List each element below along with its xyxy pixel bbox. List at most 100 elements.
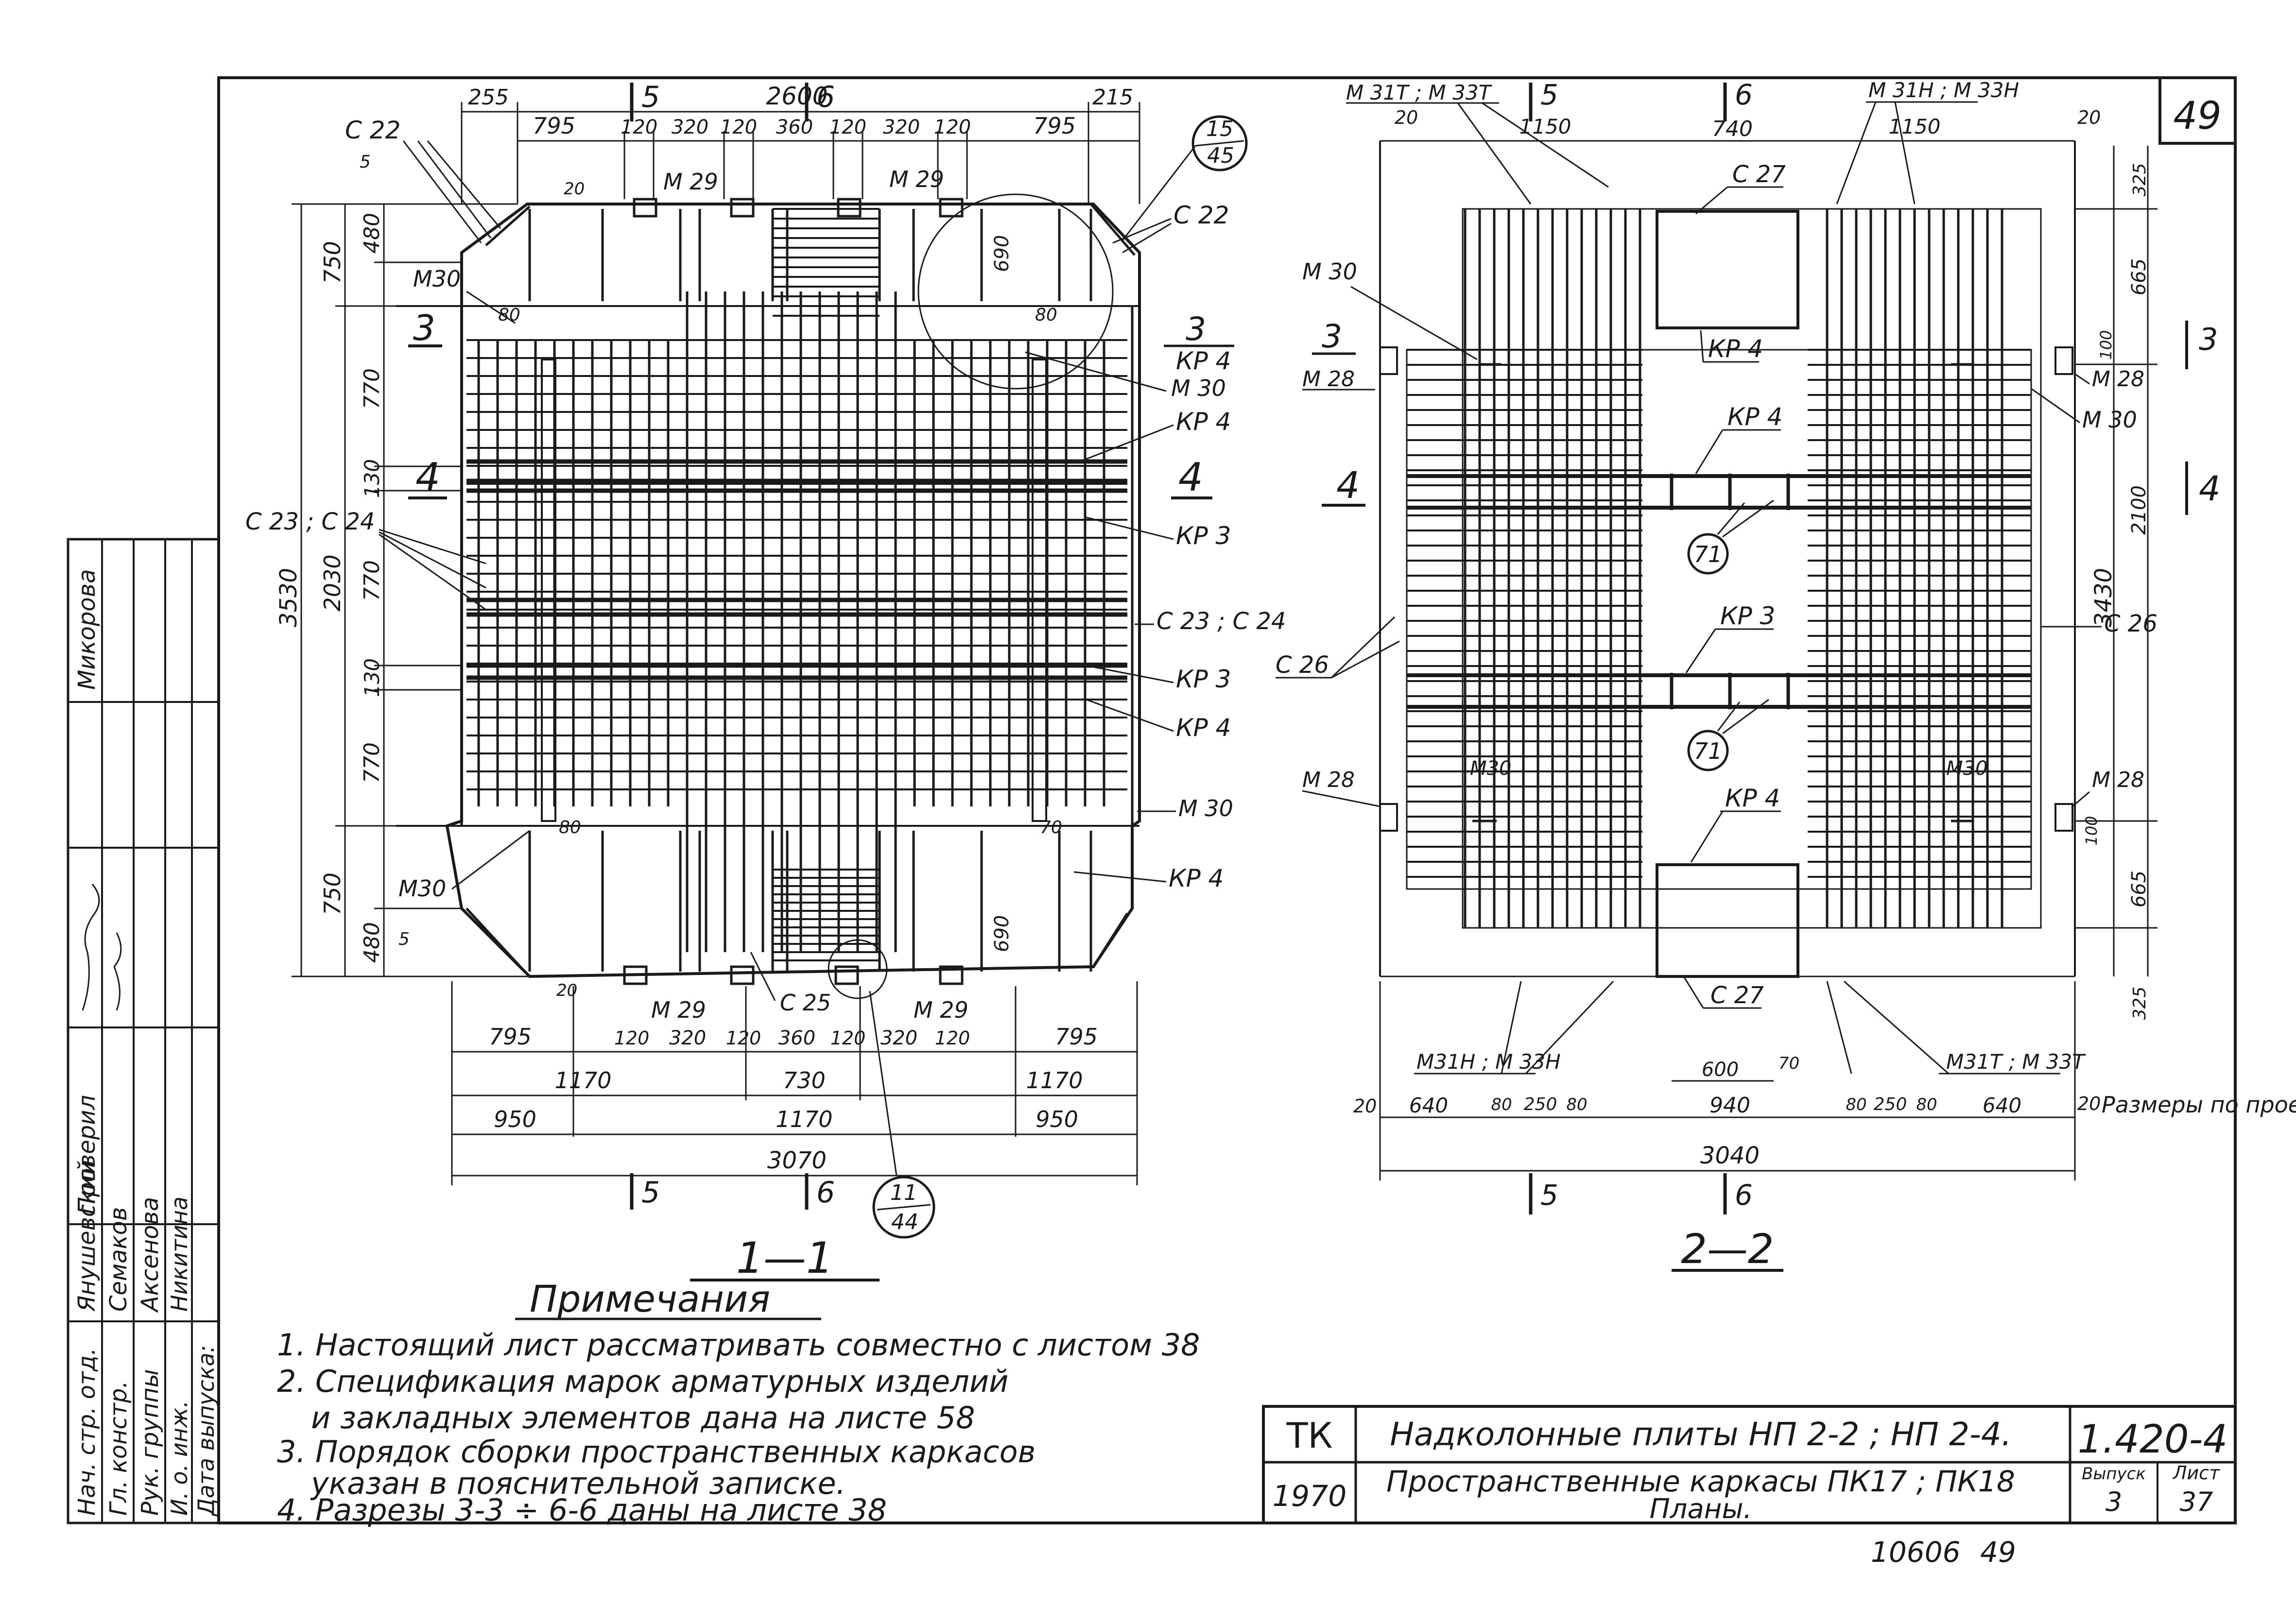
svg-text:М 30: М 30	[1178, 795, 1233, 821]
svg-text:950: 950	[494, 1106, 536, 1132]
plate-m29-5	[623, 965, 648, 985]
svg-text:20: 20	[2077, 1093, 2101, 1114]
svg-text:250: 250	[1874, 1094, 1907, 1114]
svg-text:М30: М30	[1470, 757, 1511, 780]
cut-markers-2: 5 6 5 6 3 4 3 4	[1312, 78, 2221, 1214]
section-title-1-1: 1—1	[736, 1233, 833, 1283]
callout-15-45: 15 45	[1191, 115, 1248, 171]
plate-m28-1	[1379, 346, 1398, 375]
svg-text:750: 750	[319, 241, 345, 284]
plate-m29-2	[730, 198, 755, 218]
svg-text:80: 80	[1916, 1095, 1937, 1114]
svg-text:3: 3	[1186, 310, 1206, 348]
svg-text:С 26: С 26	[1276, 651, 1329, 679]
svg-text:5: 5	[641, 80, 660, 114]
reinforcement-grid-1	[466, 208, 1127, 972]
dims-right-2: 325 665 100 2100 3430 100 665 325	[2075, 146, 2158, 1020]
svg-text:3040: 3040	[1700, 1142, 1760, 1169]
svg-text:3070: 3070	[767, 1147, 827, 1174]
dims-bottom-1: 795 120 320 120 360 120 320 120 795 1170…	[451, 981, 1138, 1185]
note-3b: указан в пояснительной записке.	[310, 1466, 846, 1501]
svg-text:770: 770	[360, 742, 384, 783]
svg-text:С 26: С 26	[2104, 610, 2158, 637]
svg-text:11: 11	[890, 1180, 917, 1205]
approval-block: Нач. стр. отд. Гл. констр. Рук. группы И…	[67, 538, 220, 1524]
stamp-issue-label: Выпуск	[2082, 1464, 2146, 1484]
plate-m29-7	[834, 965, 859, 985]
callout-11-44: 11 44	[872, 1176, 935, 1239]
plate-m29-3	[837, 198, 862, 218]
dim-small-4: 80	[1035, 305, 1057, 325]
plate-m29-4	[939, 198, 964, 218]
stamp-title-2: Пространственные каркасы ПК17 ; ПК18	[1386, 1465, 2015, 1499]
svg-text:2100: 2100	[2128, 485, 2150, 535]
svg-text:М 28: М 28	[1302, 367, 1355, 392]
svg-text:130: 130	[360, 459, 384, 498]
stamp-code: 1.420-4	[2078, 1417, 2228, 1462]
svg-text:КР 4: КР 4	[1176, 347, 1231, 375]
svg-text:М 31Т ; М 33Т: М 31Т ; М 33Т	[1346, 81, 1493, 104]
svg-text:44: 44	[891, 1210, 918, 1234]
ref-71-a: 71	[1687, 499, 1774, 575]
labels-view-2: М 31Т ; М 33Т М 31Н ; М 33Н М31Н ; М 33Н…	[1276, 78, 2158, 1075]
title-stamp: ТК 1970 Надколонные плиты НП 2-2 ; НП 2-…	[1262, 1405, 2237, 1525]
svg-text:120: 120	[726, 1027, 761, 1049]
detail-circle-bottom	[828, 939, 888, 999]
note-3: 3. Порядок сборки пространственных карка…	[277, 1434, 1036, 1470]
plate-m29-8	[939, 965, 964, 985]
svg-text:665: 665	[2128, 258, 2150, 295]
svg-text:М 31Н ; М 33Н: М 31Н ; М 33Н	[1868, 78, 2019, 102]
dim-small-1: 5	[360, 152, 371, 172]
name-4: Никитина	[166, 1197, 192, 1312]
svg-text:770: 770	[360, 368, 384, 409]
svg-text:М 30: М 30	[1171, 375, 1226, 401]
dim-small-10: 5	[398, 929, 410, 949]
checked-name: Микорова	[73, 569, 101, 690]
svg-text:КР 4: КР 4	[1176, 408, 1231, 436]
svg-text:665: 665	[2128, 871, 2150, 907]
svg-text:4: 4	[415, 455, 440, 500]
footer-page: 49	[1980, 1536, 2016, 1569]
cut-markers-1: 5 6 5 6 3 4 4 3	[408, 80, 1234, 1210]
detail-circle-top	[917, 193, 1114, 390]
stamp-year: 1970	[1273, 1479, 1347, 1513]
svg-text:М31Н ; М 33Н: М31Н ; М 33Н	[1416, 1050, 1561, 1074]
svg-text:С 23 ; С 24: С 23 ; С 24	[245, 508, 375, 535]
svg-text:730: 730	[783, 1067, 826, 1094]
svg-text:КР 3: КР 3	[1176, 522, 1231, 550]
svg-text:325: 325	[2130, 163, 2150, 197]
svg-text:С 27: С 27	[1710, 982, 1764, 1009]
dims-bottom-2: 600 70 20 640 80 250 80 940 80 250 80 64…	[1353, 981, 2101, 1180]
dims-top-1: 255 2600 215 795 120 320 120 360 120 320…	[461, 82, 1140, 204]
notes-block: Примечания 1. Настоящий лист рассматрива…	[277, 1277, 1200, 1528]
svg-text:КР 4: КР 4	[1169, 864, 1224, 892]
signature-2	[113, 932, 122, 1011]
svg-text:80: 80	[1846, 1095, 1866, 1114]
role-5: Дата выпуска:	[193, 1345, 219, 1517]
svg-text:320: 320	[672, 116, 708, 138]
name-2: Семаков	[105, 1207, 132, 1312]
svg-text:М 29: М 29	[651, 997, 706, 1023]
svg-text:М30: М30	[398, 875, 446, 902]
svg-text:6: 6	[1735, 1179, 1753, 1212]
svg-text:320: 320	[880, 1027, 917, 1049]
svg-text:М30: М30	[413, 266, 461, 292]
reinforcement-grid-2	[1407, 209, 2031, 928]
svg-text:320: 320	[669, 1027, 706, 1049]
svg-text:М 30: М 30	[1302, 258, 1357, 285]
svg-text:940: 940	[1709, 1093, 1750, 1118]
svg-text:М 28: М 28	[1302, 768, 1355, 792]
svg-text:255: 255	[468, 85, 509, 110]
svg-text:120: 120	[935, 1027, 970, 1049]
svg-text:М 28: М 28	[2092, 367, 2144, 392]
svg-text:М31Т ; М 33Т: М31Т ; М 33Т	[1946, 1050, 2086, 1074]
svg-text:5: 5	[1540, 78, 1558, 111]
dims-top-2: 20 1150 740 1150 20	[1380, 107, 2101, 142]
svg-text:100: 100	[2097, 330, 2115, 359]
role-2: Гл. констр.	[105, 1381, 132, 1516]
svg-text:3530: 3530	[275, 568, 302, 627]
svg-text:20: 20	[2077, 107, 2101, 128]
svg-text:С 23 ; С 24: С 23 ; С 24	[1157, 608, 1286, 635]
svg-text:3: 3	[1322, 318, 1342, 355]
svg-text:С 25: С 25	[780, 990, 831, 1016]
